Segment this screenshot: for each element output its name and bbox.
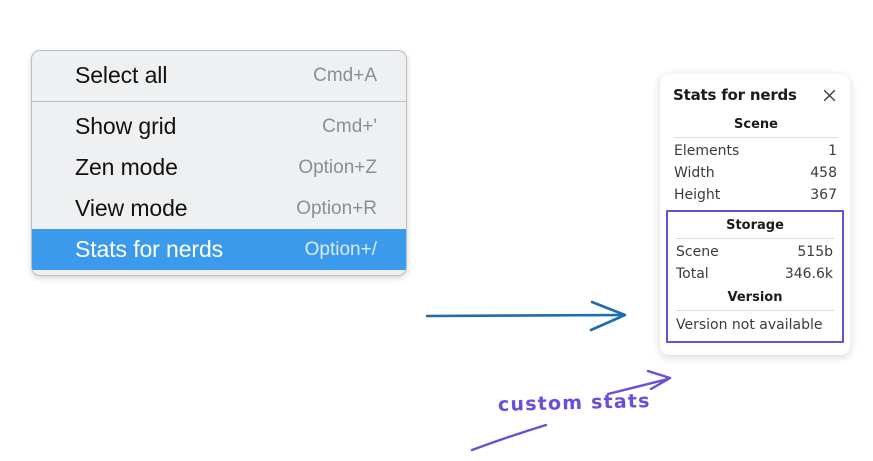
version-value: Version not available — [676, 317, 823, 333]
storage-divider — [676, 238, 834, 239]
close-icon[interactable] — [821, 87, 838, 104]
custom-stats-annotation-label: custom stats — [497, 390, 651, 416]
context-menu[interactable]: Select all Cmd+A Show grid Cmd+' Zen mod… — [31, 50, 407, 276]
menu-item-show-grid[interactable]: Show grid Cmd+' — [32, 106, 406, 147]
menu-item-shortcut: Option+Z — [298, 156, 377, 178]
menu-item-label: Zen mode — [75, 154, 178, 180]
menu-item-zen-mode[interactable]: Zen mode Option+Z — [32, 147, 406, 188]
stat-key: Total — [676, 266, 709, 282]
menu-group-view: Show grid Cmd+' Zen mode Option+Z View m… — [32, 101, 406, 275]
storage-heading: Storage — [726, 218, 784, 233]
stat-value: 515b — [797, 244, 833, 260]
purple-underline-stroke — [470, 423, 548, 452]
panel-title: Stats for nerds — [673, 86, 797, 104]
stat-value: 1 — [828, 143, 837, 159]
custom-stats-highlight-box: Storage Scene 515b Total 346.6k Version … — [666, 210, 844, 343]
version-heading: Version — [727, 290, 783, 305]
menu-item-label: View mode — [75, 195, 188, 221]
menu-item-shortcut: Option+/ — [304, 238, 377, 260]
stat-key: Elements — [674, 143, 740, 159]
stat-value: 367 — [810, 187, 837, 203]
menu-item-shortcut: Cmd+A — [313, 64, 377, 86]
stat-row-elements: Elements 1 — [672, 140, 840, 162]
menu-item-stats-for-nerds[interactable]: Stats for nerds Option+/ — [32, 229, 406, 270]
menu-item-label: Show grid — [75, 113, 177, 139]
stat-value: 458 — [810, 165, 837, 181]
menu-item-shortcut: Cmd+' — [322, 115, 377, 137]
stat-row-height: Height 367 — [672, 184, 840, 206]
menu-item-shortcut: Option+R — [296, 197, 377, 219]
scene-divider — [674, 137, 838, 138]
stats-for-nerds-panel: Stats for nerds Scene Elements 1 Width 4… — [660, 74, 850, 355]
menu-item-select-all[interactable]: Select all Cmd+A — [32, 55, 406, 96]
stat-row-storage-scene: Scene 515b — [674, 241, 836, 263]
panel-header: Stats for nerds — [672, 86, 840, 104]
scene-section: Scene Elements 1 Width 458 Height 367 — [672, 112, 840, 206]
stat-key: Height — [674, 187, 721, 203]
stat-value: 346.6k — [784, 266, 833, 282]
menu-item-view-mode[interactable]: View mode Option+R — [32, 188, 406, 229]
version-divider — [676, 310, 834, 311]
stat-key: Width — [674, 165, 715, 181]
menu-item-label: Stats for nerds — [75, 236, 224, 262]
blue-arrow — [425, 300, 627, 332]
stat-key: Scene — [676, 244, 719, 260]
stat-row-width: Width 458 — [672, 162, 840, 184]
menu-item-label: Select all — [75, 62, 168, 88]
stat-row-storage-total: Total 346.6k — [674, 263, 836, 285]
version-section: Version Version not available — [674, 285, 836, 335]
menu-group-selection: Select all Cmd+A — [32, 51, 406, 101]
storage-section: Storage Scene 515b Total 346.6k — [674, 213, 836, 285]
scene-heading: Scene — [734, 117, 778, 132]
